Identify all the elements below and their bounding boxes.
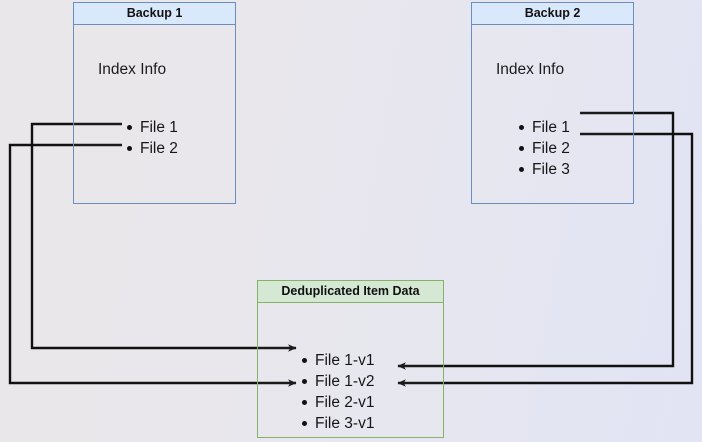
backup-2-file-list: File 1 File 2 File 3	[516, 117, 570, 180]
backup-1-subtitle: Index Info	[98, 61, 167, 78]
backup-1-body: Index Info File 1 File 2	[74, 25, 235, 203]
list-item: File 2	[516, 138, 570, 159]
list-item: File 2	[124, 138, 178, 159]
backup-2-header: Backup 2	[472, 3, 633, 25]
backup-2-subtitle: Index Info	[496, 61, 565, 78]
backup-1-file-list: File 1 File 2	[124, 117, 178, 159]
list-item: File 3	[516, 159, 570, 180]
backup-2-box[interactable]: Backup 2 Index Info File 1 File 2 File 3	[471, 2, 634, 204]
list-item: File 1	[124, 117, 178, 138]
list-item: File 2-v1	[299, 392, 374, 413]
deduplicated-item-data-header: Deduplicated Item Data	[258, 281, 443, 303]
list-item: File 1-v2	[299, 371, 374, 392]
deduplicated-item-data-box[interactable]: Deduplicated Item Data File 1-v1 File 1-…	[257, 280, 444, 438]
deduplicated-file-list: File 1-v1 File 1-v2 File 2-v1 File 3-v1	[299, 350, 374, 434]
list-item: File 3-v1	[299, 413, 374, 434]
backup-1-box[interactable]: Backup 1 Index Info File 1 File 2	[73, 2, 236, 204]
backup-2-body: Index Info File 1 File 2 File 3	[472, 25, 633, 203]
deduplicated-item-data-body: File 1-v1 File 1-v2 File 2-v1 File 3-v1	[258, 303, 443, 437]
list-item: File 1-v1	[299, 350, 374, 371]
backup-1-header: Backup 1	[74, 3, 235, 25]
list-item: File 1	[516, 117, 570, 138]
